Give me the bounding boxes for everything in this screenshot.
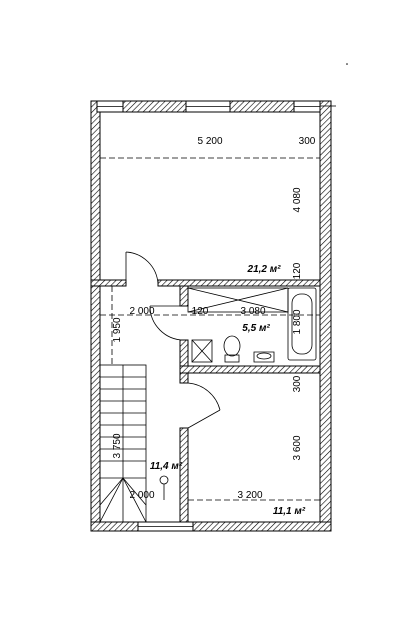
- dim-hall-height: 1 950: [112, 317, 123, 342]
- dim-top-right-wall: 300: [299, 136, 316, 147]
- dimension-labels: 5 200 300 4 080 120 2 000 120 3 080 1 80…: [112, 136, 316, 501]
- dim-bottom-right-width: 3 200: [237, 490, 262, 501]
- dim-mid-wall-right: 120: [292, 262, 303, 279]
- area-room1: 21,2 м²: [247, 264, 282, 275]
- staircase: [99, 364, 169, 523]
- dim-room2-height: 3 600: [292, 435, 303, 460]
- dim-stair-height: 3 750: [112, 433, 123, 458]
- area-hall: 11,4 м²: [150, 461, 183, 472]
- dim-mid-partition: 120: [192, 306, 209, 317]
- sink: [253, 351, 275, 363]
- toilet: [223, 335, 241, 357]
- dim-bath-width: 3 080: [240, 306, 265, 317]
- corner-mark: [346, 63, 348, 65]
- bathtub: [287, 287, 317, 361]
- dim-lower-right-wall: 300: [292, 375, 303, 392]
- area-labels: 21,2 м² 5,5 м² 11,4 м² 11,1 м²: [150, 264, 306, 517]
- area-bathroom: 5,5 м²: [242, 323, 270, 334]
- door-room1: [125, 251, 159, 286]
- dim-top-width: 5 200: [197, 136, 222, 147]
- dim-room1-height: 4 080: [292, 187, 303, 212]
- dim-bath-depth: 1 800: [292, 309, 303, 334]
- windows-top: [96, 100, 336, 113]
- door-room2: [187, 382, 221, 429]
- bathroom-walls: [179, 285, 321, 523]
- stair-arrow-start: [159, 475, 169, 485]
- windows-bottom: [137, 521, 194, 532]
- partition-upper: [90, 279, 321, 287]
- dim-bottom-left-width: 2 000: [129, 490, 154, 501]
- dim-hall-width: 2 000: [129, 306, 154, 317]
- door-bathroom: [149, 305, 185, 341]
- area-room2: 11,1 м²: [273, 506, 306, 517]
- bathroom-fixtures: [187, 287, 317, 363]
- shower-tray: [191, 339, 213, 363]
